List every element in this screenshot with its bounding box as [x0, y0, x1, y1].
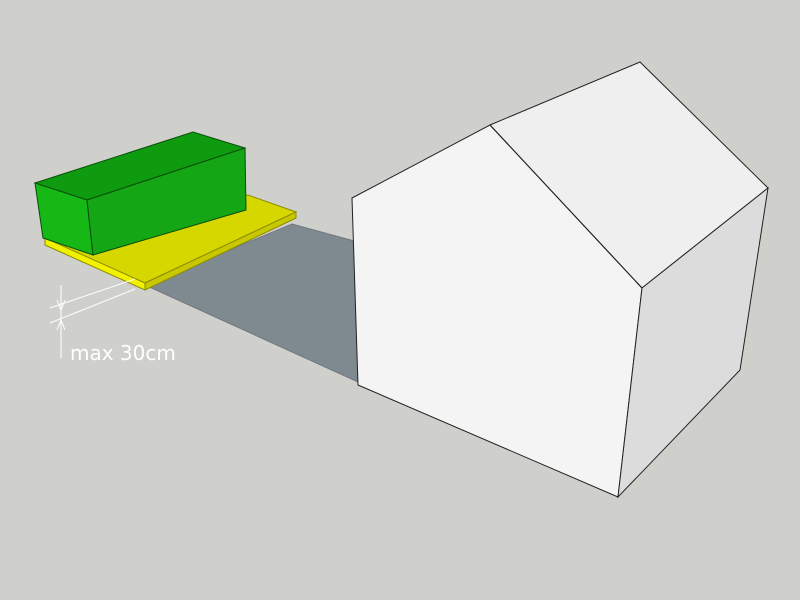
yellow-slab-side-edge: [144, 211, 297, 291]
green-block-side: [86, 147, 247, 256]
dimension-extension-lower: [49, 288, 136, 324]
dimension-arrow-top: [56, 299, 66, 312]
dimension-arrow-bottom: [56, 318, 66, 331]
dimension-extension-upper: [49, 278, 136, 309]
house-ridge-line: [489, 124, 643, 289]
height-dimension: [49, 278, 136, 358]
height-limit-label: max 30cm: [70, 341, 176, 365]
house-side-wall: [617, 186, 769, 499]
